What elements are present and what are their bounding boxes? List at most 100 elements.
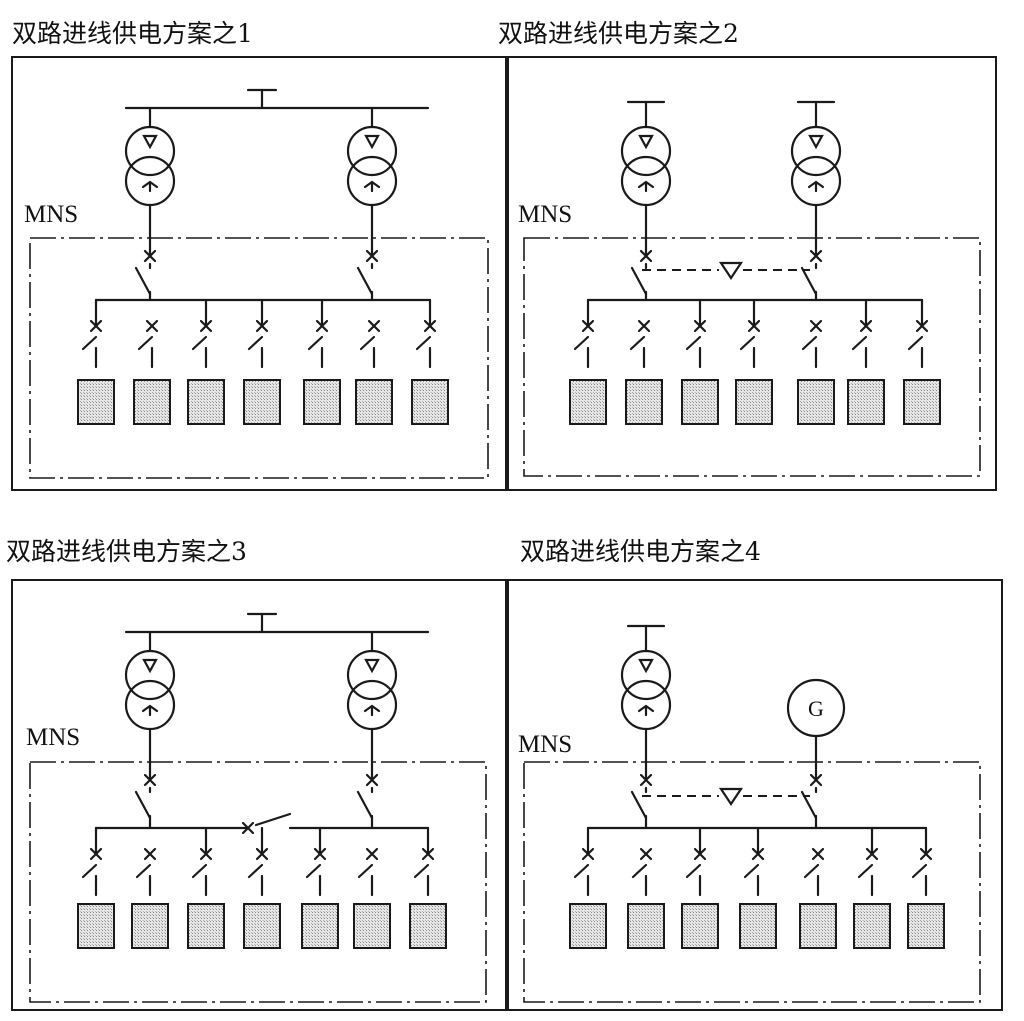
- breaker-mark: [747, 319, 761, 333]
- circuit-breaker-icon: [365, 847, 379, 861]
- breaker-mark: [421, 847, 435, 861]
- circuit-breaker-icon: [639, 847, 653, 861]
- transformer-icon: [620, 125, 672, 207]
- load-box-icon: [739, 903, 777, 949]
- feeder-switch-blade: [305, 863, 322, 879]
- panel-title: 双路进线供电方案之2: [498, 19, 739, 48]
- load-box-icon: [243, 903, 281, 949]
- load-box-icon: [187, 903, 225, 949]
- delta-symbol: [142, 658, 158, 674]
- circuit-breaker-icon: [313, 847, 327, 861]
- cabinet-label: MNS: [26, 724, 80, 751]
- breaker-mark: [315, 319, 329, 333]
- transformer-winding: [620, 125, 672, 177]
- circuit-graphic: [29, 612, 487, 1003]
- feeder-switch-blade: [81, 335, 98, 351]
- load-box-icon: [303, 379, 341, 425]
- breaker-mark: [865, 847, 879, 861]
- feeder-switch-blade: [135, 863, 152, 879]
- incoming-switch-blade: [356, 790, 374, 820]
- breaker-mark: [143, 773, 157, 787]
- feeder-branch: [853, 826, 891, 949]
- incoming-switch-blade: [800, 266, 818, 296]
- wye-symbol: [807, 180, 825, 193]
- delta-symbol: [364, 134, 380, 150]
- scheme-panel-1: 双路进线供电方案之1 MNS: [11, 19, 507, 491]
- incoming-switch-blade: [630, 790, 648, 820]
- scheme-panel-4: 双路进线供电方案之4 MNS G: [507, 537, 1003, 1011]
- delta-symbol: [638, 134, 654, 150]
- feeder-branch: [77, 298, 115, 425]
- feeder-branch: [187, 826, 225, 949]
- breaker-mark: [639, 847, 653, 861]
- transformer-icon: [346, 649, 398, 731]
- circuit-breaker-icon: [365, 773, 379, 787]
- breaker-mark: [915, 319, 929, 333]
- circuit-breaker-icon: [639, 773, 653, 787]
- circuit-breaker-icon: [143, 773, 157, 787]
- panel-frame: [11, 579, 507, 1011]
- wye-symbol: [637, 180, 655, 193]
- scheme-panel-2: 双路进线供电方案之2 MNS: [498, 19, 997, 491]
- breaker-mark: [199, 319, 213, 333]
- feeder-branch: [355, 319, 393, 425]
- incoming-line-2: [790, 100, 842, 302]
- cabinet-label: MNS: [518, 201, 572, 228]
- feeder-branch: [187, 298, 225, 425]
- load-box-icon: [681, 379, 719, 425]
- feeder-branch: [411, 298, 449, 425]
- generator-icon: [786, 678, 846, 738]
- circuit-breaker-icon: [809, 773, 823, 787]
- feeder-branch: [847, 298, 885, 425]
- load-box-icon: [301, 903, 339, 949]
- incoming-line-2: [346, 630, 398, 830]
- scheme-panel-3: 双路进线供电方案之3 MNS: [6, 537, 507, 1011]
- load-box-icon: [409, 903, 447, 949]
- circuit-breaker-icon: [809, 249, 823, 263]
- transformer-icon: [346, 125, 398, 207]
- breaker-mark: [241, 821, 255, 835]
- feeder-branch: [243, 826, 281, 949]
- feeder-switch-blade: [685, 335, 702, 351]
- delta-symbol: [638, 658, 654, 674]
- load-box-icon: [77, 379, 115, 425]
- mns-cabinet-outline: [29, 761, 487, 1003]
- circuit-breaker-icon: [199, 319, 213, 333]
- feeder-branch: [735, 298, 773, 425]
- breaker-mark: [751, 847, 765, 861]
- feeder-branch: [243, 298, 281, 425]
- incoming-line-1: [124, 630, 176, 830]
- circuit-graphic: [523, 100, 981, 477]
- circuit-breaker-icon: [693, 847, 707, 861]
- breaker-mark: [423, 319, 437, 333]
- transformer-icon: [620, 649, 672, 731]
- circuit-breaker-icon: [255, 319, 269, 333]
- circuit-breaker-icon: [199, 847, 213, 861]
- circuit-breaker-icon: [143, 847, 157, 861]
- breaker-mark: [919, 847, 933, 861]
- circuit-breaker-icon: [145, 319, 159, 333]
- circuit-breaker-icon: [865, 847, 879, 861]
- wye-symbol: [363, 180, 381, 193]
- incoming-switch-blade: [630, 266, 648, 296]
- load-box-icon: [243, 379, 281, 425]
- transformer-winding: [124, 649, 176, 701]
- panel-title: 双路进线供电方案之4: [520, 537, 761, 566]
- circuit-breaker-icon: [89, 319, 103, 333]
- breaker-mark: [693, 319, 707, 333]
- feeder-branch: [569, 298, 607, 425]
- feeder-switch-blade: [573, 863, 590, 879]
- circuit-breaker-icon: [693, 319, 707, 333]
- transformer-icon: [790, 125, 842, 207]
- circuit-breaker-icon: [859, 319, 873, 333]
- feeder-branch: [303, 298, 341, 425]
- feeder-branch: [681, 826, 719, 949]
- load-box-icon: [569, 903, 607, 949]
- breaker-mark: [89, 319, 103, 333]
- breaker-mark: [145, 319, 159, 333]
- breaker-mark: [199, 847, 213, 861]
- panel-frame: [11, 56, 507, 491]
- load-box-icon: [77, 903, 115, 949]
- feeder-switch-blade: [743, 863, 760, 879]
